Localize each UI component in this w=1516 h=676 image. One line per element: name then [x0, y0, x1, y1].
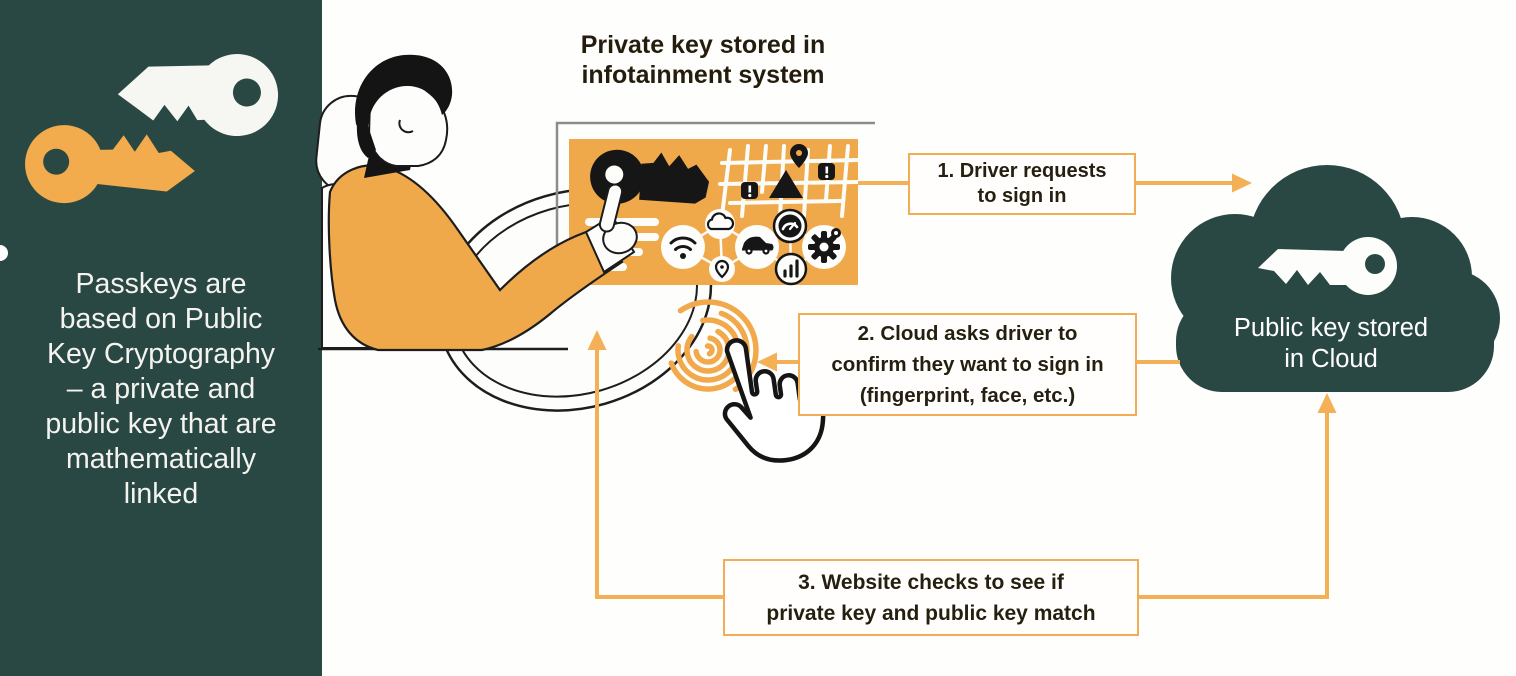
title-line: infotainment system [581, 61, 825, 89]
wifi-icon [661, 225, 705, 269]
warning-icon [741, 182, 758, 199]
step-line: private key and public key match [766, 601, 1096, 625]
cloud-label: Public key stored in Cloud [1207, 313, 1455, 375]
sidebar-caption: Passkeys are based on Public Key Cryptog… [6, 267, 316, 512]
step-line: confirm they want to sign in [831, 353, 1104, 376]
caption-line: – a private and [66, 373, 256, 405]
title-line: Private key stored in [580, 31, 826, 59]
step-line: (fingerprint, face, etc.) [859, 384, 1076, 407]
hazard-triangle-icon [769, 170, 803, 198]
driver-hand [584, 183, 638, 274]
car-key-icon [590, 149, 710, 204]
signal-bars-icon [774, 252, 808, 286]
car-icon [735, 225, 779, 269]
caption-line: public key that are [45, 408, 277, 440]
step-line: to sign in [977, 185, 1067, 207]
caption-line: Key Cryptography [46, 338, 276, 370]
cloud-label-line: Public key stored [1233, 314, 1429, 342]
public-key-icon [117, 54, 279, 137]
gear-icon [802, 225, 846, 269]
network-icons [661, 208, 846, 286]
map-icon [718, 144, 860, 218]
location-pin-icon [790, 144, 808, 168]
step-box-1: 1. Driver requests to sign in [908, 153, 1136, 215]
driver-body [327, 54, 638, 352]
caption-line: mathematically [65, 443, 257, 475]
cloud-key-icon [1258, 237, 1397, 295]
caption-line: based on Public [59, 303, 263, 335]
step-line: 1. Driver requests [937, 160, 1107, 182]
screen-bezel [555, 121, 875, 283]
step-line: 3. Website checks to see if [798, 570, 1064, 594]
cloud-icon [705, 209, 735, 239]
gps-pin-icon [709, 256, 735, 282]
driver-head [355, 54, 453, 167]
caption-line: linked [123, 478, 199, 510]
step-line: 2. Cloud asks driver to [857, 322, 1078, 345]
infotainment-title: Private key stored in infotainment syste… [525, 30, 881, 90]
warning-icon [818, 163, 835, 180]
private-key-icon [25, 125, 195, 204]
step-box-3: 3. Website checks to see if private key … [723, 559, 1139, 636]
speedometer-icon [772, 208, 808, 244]
caption-line: Passkeys are [75, 268, 247, 300]
step-box-2: 2. Cloud asks driver to confirm they wan… [798, 313, 1137, 416]
edge-notch [0, 245, 8, 261]
cloud-label-line: in Cloud [1284, 345, 1378, 373]
